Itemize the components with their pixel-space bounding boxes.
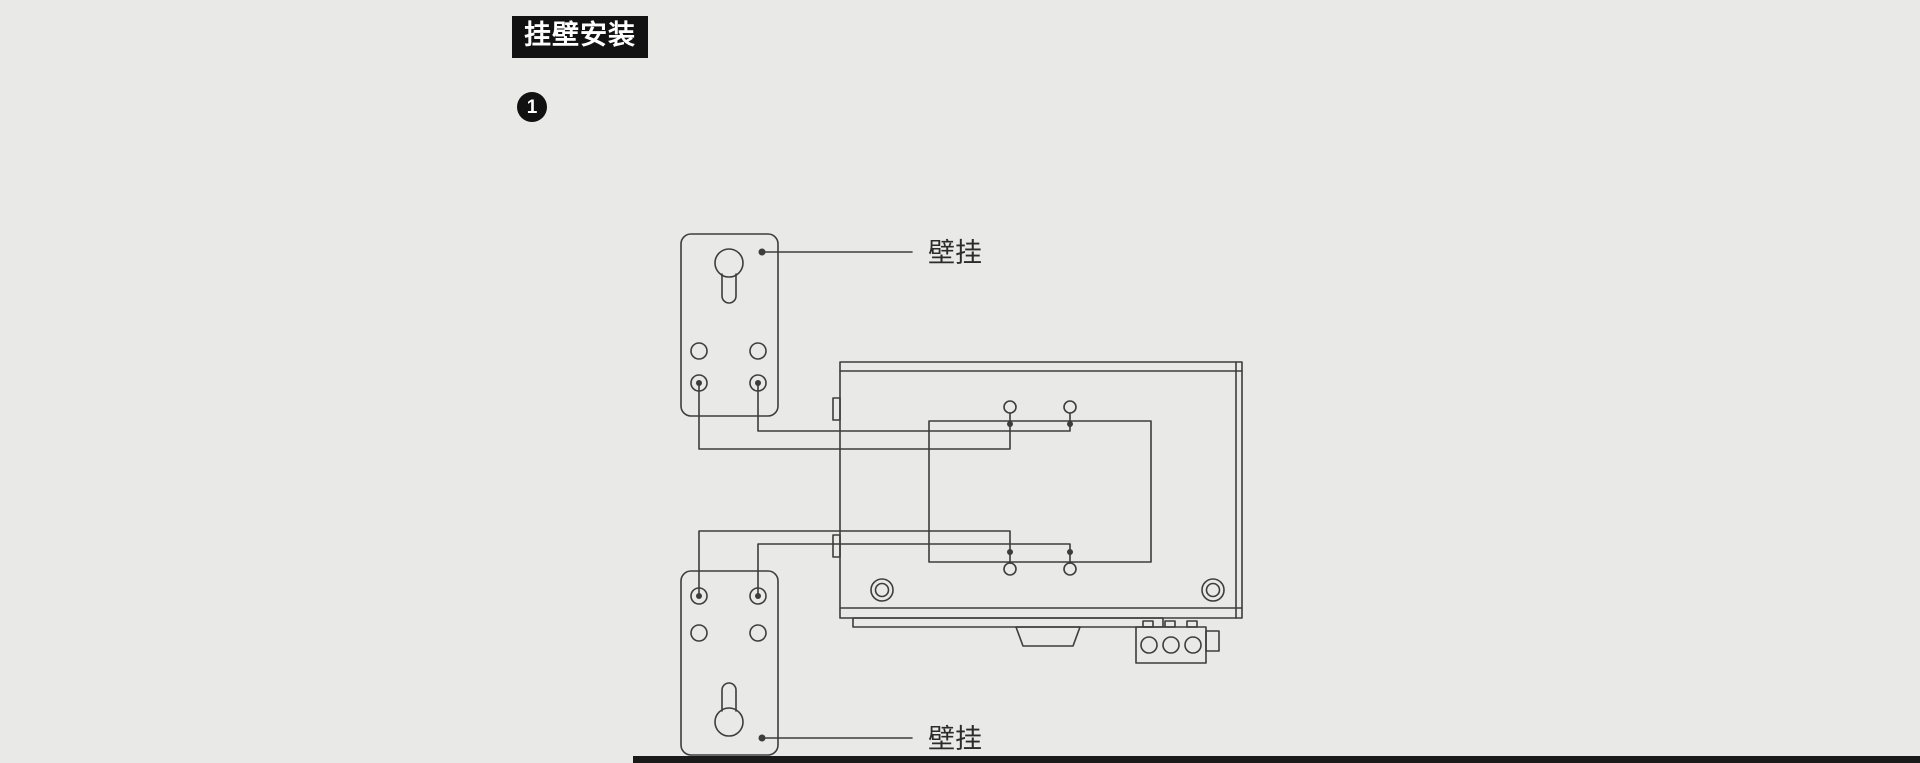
leader-dot [758, 734, 766, 742]
terminal-screw [1184, 636, 1202, 654]
terminal-block-tab [1186, 620, 1198, 628]
line-dot [1007, 549, 1013, 555]
line-dot [696, 380, 702, 386]
device-left-tab [832, 397, 841, 421]
alignment-line [757, 543, 1071, 597]
chassis-ring [870, 578, 894, 602]
diagram-dots [696, 248, 1073, 742]
chassis-ring [1201, 578, 1225, 602]
line-dot [755, 593, 761, 599]
alignment-line [698, 530, 1011, 597]
lower-keyhole-slot [721, 682, 737, 712]
device-body [839, 361, 1243, 619]
upper-keyhole-circle [714, 248, 744, 278]
chassis-ring-inner [1205, 582, 1221, 598]
screw-hole [1003, 400, 1017, 414]
line-dot [755, 380, 761, 386]
chassis-ring-inner [874, 582, 890, 598]
page-bottom-rule [633, 756, 1920, 763]
bottom-panel-strip [852, 617, 1164, 628]
lower-bracket [680, 570, 779, 756]
screw-hole [1063, 562, 1077, 576]
line-dot [1067, 549, 1073, 555]
mounting-hole [749, 624, 767, 642]
bottom-bracket-label: 壁挂 [928, 724, 982, 754]
terminal-block-tab [1164, 620, 1176, 628]
terminal-screw [1162, 636, 1180, 654]
section-title-badge: 挂壁安装 [512, 16, 648, 58]
mounting-hole [690, 342, 708, 360]
alignment-line [757, 382, 1071, 432]
upper-bracket [680, 233, 779, 417]
terminal-block-tab [1142, 620, 1154, 628]
db9-connector [1015, 626, 1081, 647]
step-number-badge: 1 [517, 92, 547, 122]
line-dot [1007, 421, 1013, 427]
line-dot [1067, 421, 1073, 427]
mounting-hole [690, 624, 708, 642]
terminal-block [1135, 626, 1207, 664]
leader-dot [758, 248, 766, 256]
diagram-outlines [680, 233, 1243, 756]
mounting-hole [749, 342, 767, 360]
screw-hole [1003, 562, 1017, 576]
lower-keyhole-circle [714, 707, 744, 737]
terminal-screw [1140, 636, 1158, 654]
connector-side-block [1205, 630, 1220, 652]
device-mount-plate [928, 420, 1152, 563]
device-left-tab [832, 534, 841, 558]
top-bracket-label: 壁挂 [928, 238, 982, 268]
section-title: 挂壁安装 [524, 20, 636, 50]
step-number: 1 [526, 96, 538, 118]
line-dot [696, 593, 702, 599]
screw-hole [1063, 400, 1077, 414]
upper-keyhole-slot [721, 273, 737, 304]
